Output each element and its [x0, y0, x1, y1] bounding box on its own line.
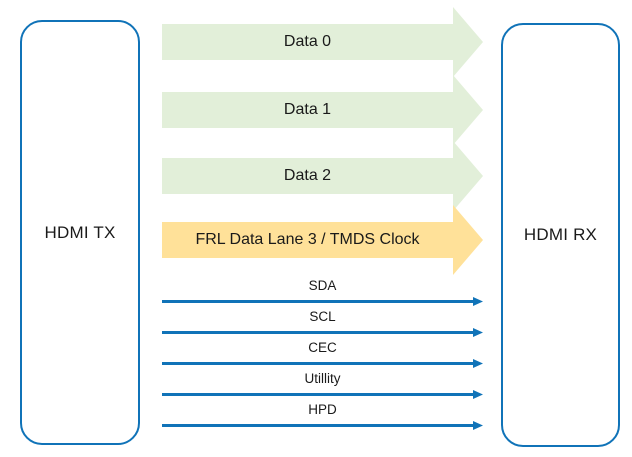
- signal-row-utility[interactable]: Utillity: [162, 370, 483, 400]
- signal-row-cec[interactable]: CEC: [162, 339, 483, 369]
- block-arrow-frl-tmds-shape: [162, 205, 483, 275]
- signal-arrow-hpd-icon: [162, 421, 483, 430]
- node-hdmi-tx[interactable]: HDMI TX: [20, 20, 140, 445]
- block-arrow-data2[interactable]: Data 2: [162, 141, 483, 211]
- block-arrow-data1[interactable]: Data 1: [162, 75, 483, 145]
- signal-row-hpd[interactable]: HPD: [162, 401, 483, 431]
- signal-label-cec: CEC: [308, 340, 337, 355]
- signal-label-hpd: HPD: [308, 402, 337, 417]
- node-hdmi-rx-label: HDMI RX: [523, 225, 598, 244]
- signal-arrow-sda-icon: [162, 297, 483, 306]
- node-hdmi-rx[interactable]: HDMI RX: [501, 23, 620, 447]
- signal-label-sda: SDA: [308, 278, 337, 293]
- block-arrow-data0[interactable]: Data 0: [162, 7, 483, 77]
- block-arrow-data2-shape: [162, 141, 483, 211]
- signal-row-scl[interactable]: SCL: [162, 308, 483, 338]
- block-arrow-data0-shape: [162, 7, 483, 77]
- block-arrow-frl-tmds-label: FRL Data Lane 3 / TMDS Clock: [195, 231, 420, 248]
- signal-row-sda[interactable]: SDA: [162, 277, 483, 307]
- signal-label-utility: Utillity: [304, 371, 341, 386]
- signal-arrow-scl-icon: [162, 328, 483, 337]
- signal-arrow-utility-icon: [162, 390, 483, 399]
- block-arrow-frl-tmds[interactable]: FRL Data Lane 3 / TMDS Clock: [162, 205, 483, 275]
- block-arrow-data0-label: Data 0: [283, 33, 332, 50]
- block-arrow-data1-shape: [162, 75, 483, 145]
- block-arrow-data2-label: Data 2: [283, 167, 332, 184]
- block-arrow-data1-label: Data 1: [283, 101, 332, 118]
- signal-label-scl: SCL: [309, 309, 336, 324]
- node-hdmi-tx-label: HDMI TX: [44, 222, 116, 242]
- signal-arrow-cec-icon: [162, 359, 483, 368]
